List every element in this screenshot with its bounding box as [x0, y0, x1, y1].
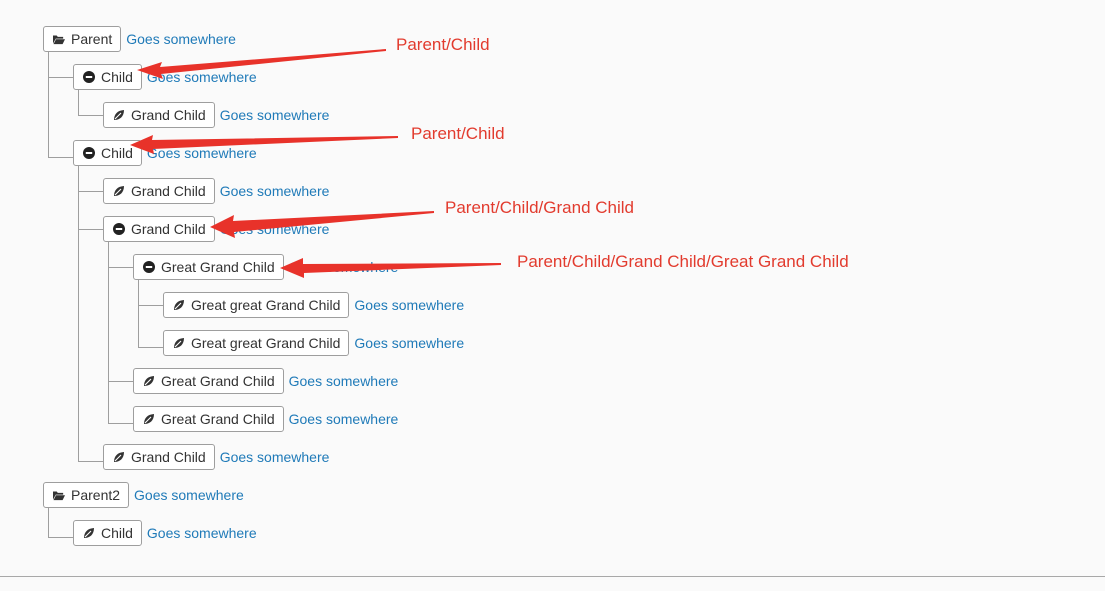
goes-somewhere-link[interactable]: Goes somewhere	[288, 411, 399, 427]
tree-node-button[interactable]: Child	[73, 520, 142, 546]
tree-guide-line	[48, 508, 49, 538]
tree-node-great-great-grand-child: Great great Grand Child Goes somewhere	[163, 330, 464, 356]
goes-somewhere-link[interactable]: Goes somewhere	[219, 107, 330, 123]
minus-circle-icon	[113, 223, 125, 235]
minus-circle-icon	[83, 147, 95, 159]
tree-guide-line	[138, 347, 164, 348]
tree-node-button[interactable]: Parent2	[43, 482, 130, 508]
tree-node-child: Child Goes somewhere	[73, 64, 257, 90]
tree-node-child: Child Goes somewhere	[73, 520, 257, 546]
tree-node-grand-child: Grand Child Goes somewhere	[103, 178, 329, 204]
goes-somewhere-link[interactable]: Goes somewhere	[146, 525, 257, 541]
tree-node-label: Great Grand Child	[161, 373, 275, 389]
leaf-icon	[113, 451, 125, 463]
folder-open-icon	[53, 489, 65, 501]
tree-guide-line	[138, 280, 139, 348]
tree-guide-line	[108, 242, 109, 424]
tree-node-button[interactable]: Grand Child	[103, 178, 215, 204]
tree-guide-line	[108, 267, 134, 268]
folder-open-icon	[53, 33, 65, 45]
tree-guide-line	[78, 90, 79, 116]
tree-node-label: Great Grand Child	[161, 259, 275, 275]
tree-node-button[interactable]: Child	[73, 64, 142, 90]
tree-guide-line	[78, 166, 79, 462]
tree-node-parent: Parent2 Goes somewhere	[43, 482, 244, 508]
tree-node-label: Child	[101, 145, 133, 161]
tree-node-button[interactable]: Grand Child	[103, 216, 215, 242]
annotation-arrow	[280, 258, 501, 278]
tree-guide-line	[78, 461, 104, 462]
tree-node-button[interactable]: Great Grand Child	[133, 254, 284, 280]
tree-node-button[interactable]: Grand Child	[103, 444, 215, 470]
leaf-icon	[143, 375, 155, 387]
goes-somewhere-link[interactable]: Goes somewhere	[354, 297, 465, 313]
annotation-label: Parent/Child	[411, 124, 505, 143]
annotation-label: Parent/Child/Grand Child/Great Grand Chi…	[517, 252, 849, 271]
tree-node-label: Child	[101, 525, 133, 541]
tree-guide-line	[48, 77, 74, 78]
annotation-label: Parent/Child	[396, 35, 490, 54]
goes-somewhere-link[interactable]: Goes somewhere	[219, 449, 330, 465]
tree-node-label: Parent2	[71, 487, 121, 503]
tree-guide-line	[108, 381, 134, 382]
leaf-icon	[173, 299, 185, 311]
tree-node-button[interactable]: Grand Child	[103, 102, 215, 128]
minus-circle-icon	[143, 261, 155, 273]
tree-node-label: Grand Child	[131, 221, 206, 237]
tree-node-grand-child: Grand Child Goes somewhere	[103, 102, 329, 128]
goes-somewhere-link[interactable]: Goes somewhere	[219, 183, 330, 199]
tree-guide-line	[78, 115, 104, 116]
tree-node-button[interactable]: Parent	[43, 26, 122, 52]
tree-node-label: Great great Grand Child	[191, 335, 341, 351]
leaf-icon	[173, 337, 185, 349]
tree-guide-line	[78, 191, 104, 192]
leaf-icon	[113, 185, 125, 197]
goes-somewhere-link[interactable]: Goes somewhere	[288, 373, 399, 389]
tree-node-button[interactable]: Great Grand Child	[133, 368, 284, 394]
tree-node-great-grand-child: Great Grand Child Goes somewhere	[133, 368, 398, 394]
bottom-divider	[0, 576, 1105, 577]
tree-node-great-grand-child: Great Grand Child Goes somewhere	[133, 406, 398, 432]
goes-somewhere-link[interactable]: Goes somewhere	[126, 31, 236, 47]
tree-guide-line	[48, 52, 49, 158]
leaf-icon	[143, 413, 155, 425]
tree-node-label: Grand Child	[131, 183, 206, 199]
annotation-arrow	[130, 135, 398, 154]
tree-node-child: Child Goes somewhere	[73, 140, 257, 166]
goes-somewhere-link[interactable]: Goes somewhere	[134, 487, 244, 503]
leaf-icon	[83, 527, 95, 539]
tree-node-label: Great great Grand Child	[191, 297, 341, 313]
tree-node-label: Parent	[71, 31, 113, 47]
tree-guide-line	[108, 423, 134, 424]
tree-node-button[interactable]: Great great Grand Child	[163, 292, 350, 318]
tree-node-grand-child: Grand Child Goes somewhere	[103, 444, 329, 470]
goes-somewhere-link[interactable]: Goes somewhere	[354, 335, 465, 351]
annotation-arrow	[210, 211, 434, 238]
tree-node-button[interactable]: Child	[73, 140, 142, 166]
tree-node-button[interactable]: Great Grand Child	[133, 406, 284, 432]
tree-guide-line	[48, 537, 74, 538]
tree-node-great-great-grand-child: Great great Grand Child Goes somewhere	[163, 292, 464, 318]
tree-node-parent: Parent Goes somewhere	[43, 26, 236, 52]
tree-guide-line	[138, 305, 164, 306]
tree-guide-line	[48, 157, 74, 158]
tree-node-button[interactable]: Great great Grand Child	[163, 330, 350, 356]
annotation-arrow	[137, 49, 386, 79]
tree-guide-line	[78, 229, 104, 230]
annotation-label: Parent/Child/Grand Child	[445, 198, 634, 217]
leaf-icon	[113, 109, 125, 121]
tree-node-label: Child	[101, 69, 133, 85]
minus-circle-icon	[83, 71, 95, 83]
tree-node-label: Grand Child	[131, 107, 206, 123]
tree-node-label: Great Grand Child	[161, 411, 275, 427]
tree-node-label: Grand Child	[131, 449, 206, 465]
goes-somewhere-link[interactable]: Goes somewhere	[146, 145, 257, 161]
goes-somewhere-link[interactable]: Goes somewhere	[146, 69, 257, 85]
